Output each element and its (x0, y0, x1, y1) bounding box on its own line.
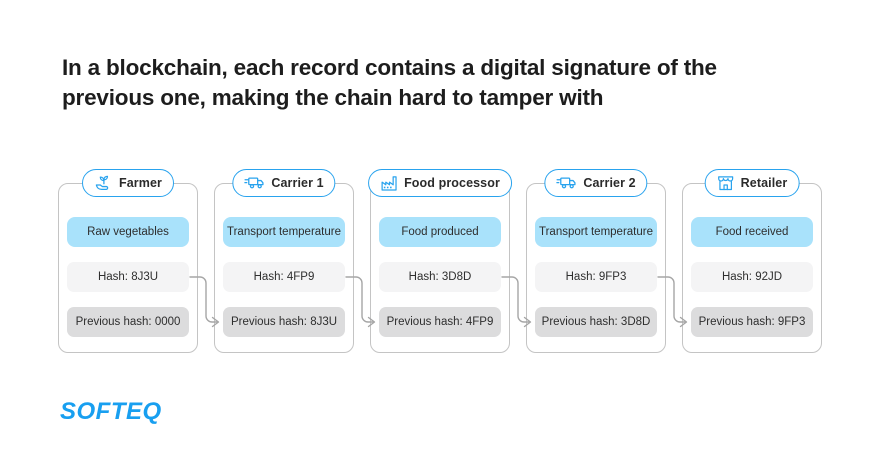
role-label: Retailer (740, 176, 788, 190)
delivery-truck-icon (556, 175, 577, 191)
page-title: In a blockchain, each record contains a … (62, 53, 717, 113)
role-label: Carrier 1 (271, 176, 324, 190)
title-line-2: previous one, making the chain hard to t… (62, 85, 604, 110)
role-label: Farmer (119, 176, 162, 190)
block-card-food-processor: Food processor Food produced Hash: 3D8D … (368, 169, 512, 353)
block-card-carrier-1: Carrier 1 Transport temperature Hash: 4F… (214, 169, 354, 353)
previous-hash-chip: Previous hash: 9FP3 (691, 307, 813, 337)
hash-chip: Hash: 8J3U (67, 262, 189, 292)
event-chip: Transport temperature (223, 217, 345, 247)
event-chip: Transport temperature (535, 217, 657, 247)
previous-hash-chip: Previous hash: 4FP9 (379, 307, 501, 337)
event-chip: Raw vegetables (67, 217, 189, 247)
factory-icon (380, 174, 398, 192)
role-badge-farmer: Farmer (82, 169, 174, 197)
block-record: Food received Hash: 92JD Previous hash: … (682, 183, 822, 353)
softeq-logo: SOFTEQ (60, 398, 162, 425)
role-badge-carrier-1: Carrier 1 (232, 169, 336, 197)
role-label: Carrier 2 (583, 176, 636, 190)
event-chip: Food received (691, 217, 813, 247)
event-chip: Food produced (379, 217, 501, 247)
block-record: Food produced Hash: 3D8D Previous hash: … (370, 183, 510, 353)
role-badge-carrier-2: Carrier 2 (544, 169, 648, 197)
role-badge-retailer: Retailer (704, 169, 800, 197)
previous-hash-chip: Previous hash: 8J3U (223, 307, 345, 337)
hash-chip: Hash: 3D8D (379, 262, 501, 292)
hash-chip: Hash: 4FP9 (223, 262, 345, 292)
block-card-retailer: Retailer Food received Hash: 92JD Previo… (682, 169, 822, 353)
hand-sprout-icon (94, 174, 113, 192)
delivery-truck-icon (244, 175, 265, 191)
role-label: Food processor (404, 176, 500, 190)
hash-chip: Hash: 92JD (691, 262, 813, 292)
previous-hash-chip: Previous hash: 3D8D (535, 307, 657, 337)
title-line-1: In a blockchain, each record contains a … (62, 55, 717, 80)
block-record: Transport temperature Hash: 9FP3 Previou… (526, 183, 666, 353)
role-badge-food-processor: Food processor (368, 169, 512, 197)
block-record: Raw vegetables Hash: 8J3U Previous hash:… (58, 183, 198, 353)
previous-hash-chip: Previous hash: 0000 (67, 307, 189, 337)
storefront-icon (717, 174, 735, 192)
block-card-carrier-2: Carrier 2 Transport temperature Hash: 9F… (526, 169, 666, 353)
block-record: Transport temperature Hash: 4FP9 Previou… (214, 183, 354, 353)
blockchain-chain: Farmer Raw vegetables Hash: 8J3U Previou… (58, 169, 822, 353)
block-card-farmer: Farmer Raw vegetables Hash: 8J3U Previou… (58, 169, 198, 353)
hash-chip: Hash: 9FP3 (535, 262, 657, 292)
